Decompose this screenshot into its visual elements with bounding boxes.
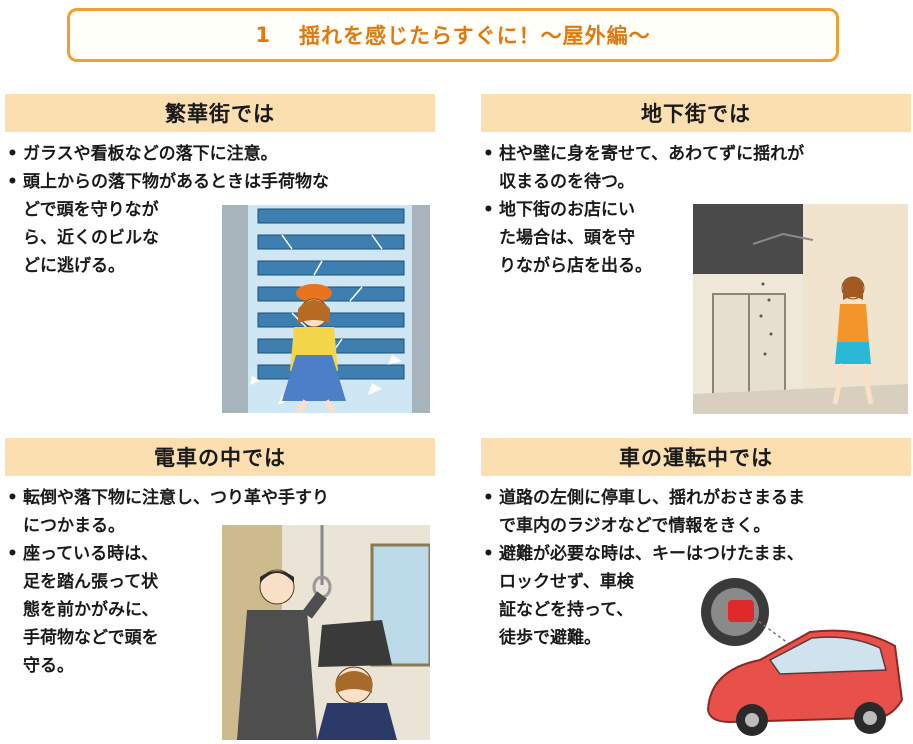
bullet-text: 座っている時は、	[23, 544, 159, 564]
car-key-illustration	[690, 570, 910, 740]
section-train: 電車の中では 転倒や落下物に注意し、つり革や手すり につかまる。 座っている時は…	[5, 438, 435, 680]
underground-mall-illustration	[693, 204, 908, 414]
bullet-text: 手荷物などで頭を	[23, 628, 159, 648]
bullet-text: 守る。	[23, 656, 74, 676]
bullet-text: 転倒や落下物に注意し、つり革や手すり	[23, 488, 329, 508]
section-heading: 車の運転中では	[481, 438, 911, 476]
bullet-text: どで頭を守りなが	[23, 200, 159, 220]
section-downtown: 繁華街では ガラスや看板などの落下に注意。 頭上からの落下物があるときは手荷物な…	[5, 94, 435, 280]
bullet-text: ロックせず、車検	[499, 572, 634, 592]
list-item: 地下街のお店にい た場合は、頭を守 りながら店を出る。	[481, 196, 911, 280]
list-item: 避難が必要な時は、キーはつけたまま、 ロックせず、車検 証などを持って、 徒歩で…	[481, 540, 911, 652]
page-title: 揺れを感じたらすぐに！～屋外編～	[299, 24, 651, 48]
bullet-text: 足を踏ん張って状	[23, 572, 159, 592]
bullet-text: 徒歩で避難。	[499, 628, 601, 648]
bullet-text: 柱や壁に身を寄せて、あわてずに揺れが	[499, 144, 805, 164]
section-number: 1	[255, 23, 272, 47]
bullet-text: 避難が必要な時は、キーはつけたまま、	[499, 544, 804, 564]
section-heading: 繁華街では	[5, 94, 435, 132]
bullet-text: ガラスや看板などの落下に注意。	[23, 144, 278, 164]
section-heading: 電車の中では	[5, 438, 435, 476]
list-item: 道路の左側に停車し、揺れがおさまるま で車内のラジオなどで情報をきく。	[481, 484, 911, 540]
bullet-text: ら、近くのビルな	[23, 228, 159, 248]
bullet-list: ガラスや看板などの落下に注意。 頭上からの落下物があるときは手荷物な どで頭を守…	[5, 140, 435, 280]
bullet-text: 地下街のお店にい	[499, 200, 635, 220]
train-interior-illustration	[222, 525, 430, 740]
list-item: 転倒や落下物に注意し、つり革や手すり につかまる。	[5, 484, 435, 540]
bullet-text: 収まるのを待つ。	[499, 172, 635, 192]
page-title-box: 1 揺れを感じたらすぐに！～屋外編～	[67, 8, 839, 62]
list-item: ガラスや看板などの落下に注意。	[5, 140, 435, 168]
bullet-text: りながら店を出る。	[499, 256, 652, 276]
list-item: 柱や壁に身を寄せて、あわてずに揺れが 収まるのを待つ。	[481, 140, 911, 196]
bullet-text: 道路の左側に停車し、揺れがおさまるま	[499, 488, 805, 508]
list-item: 頭上からの落下物があるときは手荷物な どで頭を守りなが ら、近くのビルな どに逃…	[5, 168, 435, 280]
section-underground-mall: 地下街では 柱や壁に身を寄せて、あわてずに揺れが 収まるのを待つ。 地下街のお店…	[481, 94, 911, 280]
bullet-text: 態を前かがみに、	[23, 600, 159, 620]
section-heading: 地下街では	[481, 94, 911, 132]
bullet-list: 柱や壁に身を寄せて、あわてずに揺れが 収まるのを待つ。 地下街のお店にい た場合…	[481, 140, 911, 280]
bullet-text: で車内のラジオなどで情報をきく。	[499, 516, 771, 536]
bullet-text: 証などを持って、	[499, 600, 634, 620]
building-falling-glass-illustration	[222, 205, 430, 413]
bullet-text: につかまる。	[23, 516, 125, 536]
list-item: 座っている時は、 足を踏ん張って状 態を前かがみに、 手荷物などで頭を 守る。	[5, 540, 435, 680]
bullet-list: 転倒や落下物に注意し、つり革や手すり につかまる。 座っている時は、 足を踏ん張…	[5, 484, 435, 680]
bullet-text: 頭上からの落下物があるときは手荷物な	[23, 172, 329, 192]
bullet-text: た場合は、頭を守	[499, 228, 635, 248]
section-driving: 車の運転中では 道路の左側に停車し、揺れがおさまるま で車内のラジオなどで情報を…	[481, 438, 911, 652]
bullet-list: 道路の左側に停車し、揺れがおさまるま で車内のラジオなどで情報をきく。 避難が必…	[481, 484, 911, 652]
bullet-text: どに逃げる。	[23, 256, 125, 276]
